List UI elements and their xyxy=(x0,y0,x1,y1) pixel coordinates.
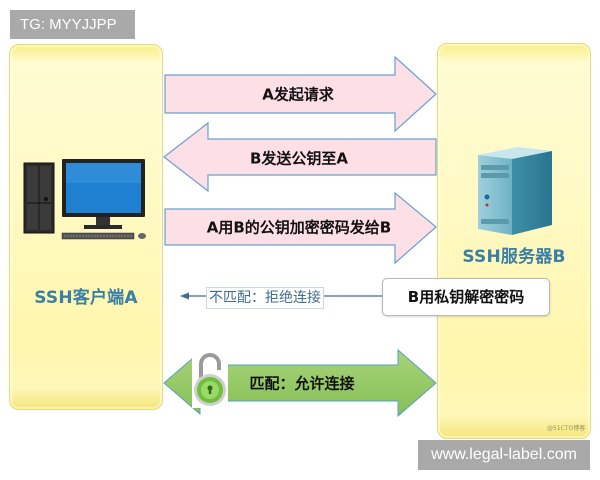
request-arrow: A发起请求 xyxy=(163,55,438,135)
client-panel: SSH客户端A xyxy=(9,44,163,410)
encrypted-password-label: A用B的公钥加密密码发给B xyxy=(206,218,392,237)
reject-label: 不匹配：拒绝连接 xyxy=(206,287,324,309)
encrypted-password-arrow: A用B的公钥加密密码发给B xyxy=(163,191,438,267)
server-panel: SSH服务器B xyxy=(437,43,591,439)
server-tower-icon xyxy=(470,141,560,241)
client-label: SSH客户端A xyxy=(34,288,138,308)
source-watermark: @51CTO博客 xyxy=(547,425,586,432)
accept-label: 匹配：允许连接 xyxy=(249,374,355,393)
request-label: A发起请求 xyxy=(262,85,334,104)
padlock-open-icon xyxy=(192,348,228,408)
watermark-bottom-right: www.legal-label.com xyxy=(418,440,590,470)
decrypt-box: B用私钥解密密码 xyxy=(382,278,550,316)
public-key-arrow: B发送公钥至A xyxy=(162,121,438,193)
desktop-computer-icon xyxy=(22,155,152,250)
public-key-label: B发送公钥至A xyxy=(249,149,349,168)
accept-arrow: 匹配：允许连接 xyxy=(162,348,438,418)
watermark-top-left: TG: MYYJJPP xyxy=(10,10,135,39)
server-label: SSH服务器B xyxy=(462,247,566,267)
